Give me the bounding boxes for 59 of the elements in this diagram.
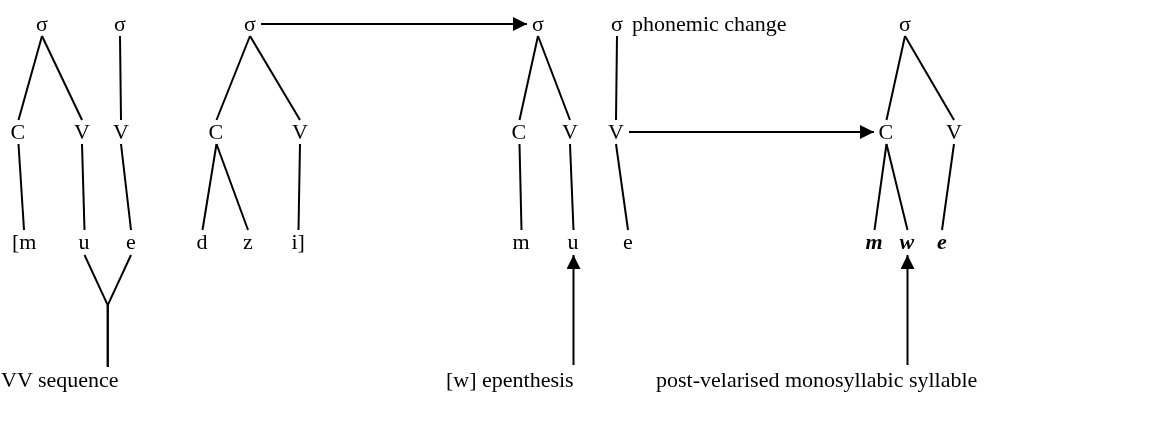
arrow xyxy=(260,17,528,31)
tier-symbol: V xyxy=(73,121,91,143)
tier-symbol: σ xyxy=(610,13,624,35)
association-line xyxy=(885,35,906,121)
association-line xyxy=(904,35,955,121)
association-line xyxy=(297,143,301,231)
association-line xyxy=(215,35,251,121)
tier-symbol: σ xyxy=(113,13,127,35)
tier-symbol: σ xyxy=(898,13,912,35)
segment-letter: w xyxy=(898,231,916,253)
association-line xyxy=(17,143,25,231)
association-line xyxy=(537,35,571,121)
association-line xyxy=(518,35,539,121)
annotation-text: phonemic change xyxy=(632,13,787,35)
segment-letter: u xyxy=(77,231,91,253)
tier-symbol: C xyxy=(9,121,27,143)
segment-letter: i] xyxy=(290,231,306,253)
tier-symbol: V xyxy=(112,121,130,143)
association-line xyxy=(569,143,575,231)
tier-symbol: C xyxy=(510,121,528,143)
segment-letter: m xyxy=(511,231,531,253)
segment-letter: d xyxy=(195,231,209,253)
annotation-text: post-velarised monosyllabic syllable xyxy=(655,369,979,391)
association-line xyxy=(873,143,888,231)
association-line xyxy=(885,143,909,231)
segment-letter: e xyxy=(622,231,634,253)
segment-letter: m xyxy=(864,231,884,253)
arrow xyxy=(566,254,581,366)
tier-symbol: V xyxy=(607,121,625,143)
annotation-text: [w] epenthesis xyxy=(445,369,575,391)
association-line xyxy=(106,254,132,368)
association-line xyxy=(81,143,86,231)
association-line xyxy=(941,143,955,231)
tier-symbol: σ xyxy=(531,13,545,35)
association-line xyxy=(615,35,618,121)
segment-letter: e xyxy=(936,231,948,253)
segment-letter: z xyxy=(242,231,254,253)
association-line xyxy=(120,143,132,231)
tier-symbol: V xyxy=(945,121,963,143)
association-line xyxy=(41,35,83,121)
tier-symbol: C xyxy=(877,121,895,143)
tier-symbol: σ xyxy=(35,13,49,35)
association-line xyxy=(615,143,629,231)
segment-letter: u xyxy=(566,231,580,253)
segment-letter: e xyxy=(125,231,137,253)
arrow xyxy=(628,125,875,139)
association-line xyxy=(215,143,249,231)
tier-symbol: V xyxy=(561,121,579,143)
tier-symbol: σ xyxy=(243,13,257,35)
association-line xyxy=(201,143,218,231)
tier-symbol: C xyxy=(207,121,225,143)
arrow xyxy=(900,254,915,366)
segment-letter: [m xyxy=(11,231,38,253)
association-line xyxy=(518,143,523,231)
annotation-text: VV sequence xyxy=(0,369,120,391)
association-line xyxy=(119,35,122,121)
tier-symbol: V xyxy=(291,121,309,143)
association-line xyxy=(249,35,301,121)
association-line xyxy=(17,35,43,121)
